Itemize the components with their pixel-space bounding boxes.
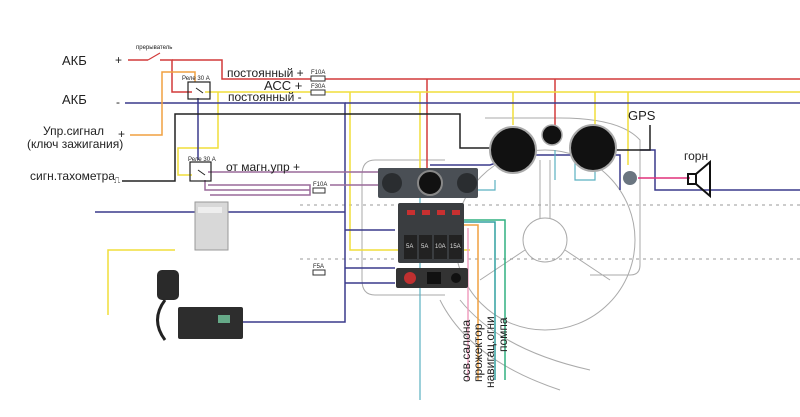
from-radio-label: от магн.упр + (226, 160, 300, 174)
gps-antenna-icon (623, 171, 637, 185)
horn-label: горн (684, 149, 708, 163)
fuse-3-label: F10A (313, 182, 327, 188)
wire-radio (204, 171, 378, 196)
speedometer-gauge (489, 126, 537, 174)
acc-plus-label: АСС + (264, 78, 302, 93)
clock-gauge (541, 124, 563, 146)
radio-head-unit (378, 168, 478, 198)
akb-plus-sign: + (115, 53, 122, 67)
relay-2 (189, 161, 212, 182)
switch-rating-2: 5A (421, 244, 428, 250)
akb-plus-label: АКБ (62, 53, 87, 68)
fuse-4-label: F5A (313, 264, 324, 270)
socket-panel (396, 268, 468, 288)
constant-plus-label: постоянный + (227, 66, 304, 80)
switch-rating-3: 10A (435, 244, 446, 250)
relay-1-label: Реле 30 А (182, 76, 210, 82)
wire-ground (95, 98, 800, 323)
relay-2-label: Реле 30 А (188, 157, 216, 163)
output-cabin-light: осв.салона (459, 320, 473, 382)
akb-minus-sign: - (116, 95, 120, 109)
fuse-4 (312, 269, 326, 276)
output-nav-lights: навигац.огни (483, 316, 497, 388)
fuse-1-label: F10A (311, 70, 325, 76)
fuse-3 (312, 187, 326, 194)
breaker-label: прерыватель (136, 45, 172, 51)
wire-constant-plus (128, 59, 800, 170)
amplifier (194, 201, 229, 251)
fuse-2-label: F30A (311, 84, 325, 90)
control-plus-sign: + (118, 127, 125, 141)
switch-rating-1: 5A (406, 244, 413, 250)
pulse-icon: ⎍ (114, 175, 121, 185)
output-pump: помпа (496, 317, 510, 352)
control-signal-label: Упр.сигнал (43, 124, 104, 138)
tacho-signal-label: сигн.тахометра (30, 169, 115, 183)
switch-panel: 5A 5A 10A 15A (398, 203, 464, 263)
fuse-1 (310, 75, 326, 82)
output-searchlight: прожектор (471, 323, 485, 382)
cb-radio (156, 270, 243, 341)
akb-minus-label: АКБ (62, 92, 87, 107)
horn-icon (687, 159, 711, 199)
relay-1 (187, 81, 211, 100)
fuse-2 (310, 89, 326, 96)
tachometer-gauge (569, 124, 617, 172)
switch-rating-4: 15A (450, 244, 461, 250)
ignition-key-label: (ключ зажигания) (27, 137, 123, 151)
breaker-switch-icon (147, 52, 161, 61)
gps-label: GPS (628, 108, 656, 123)
constant-minus-label: постоянный - (228, 90, 302, 104)
